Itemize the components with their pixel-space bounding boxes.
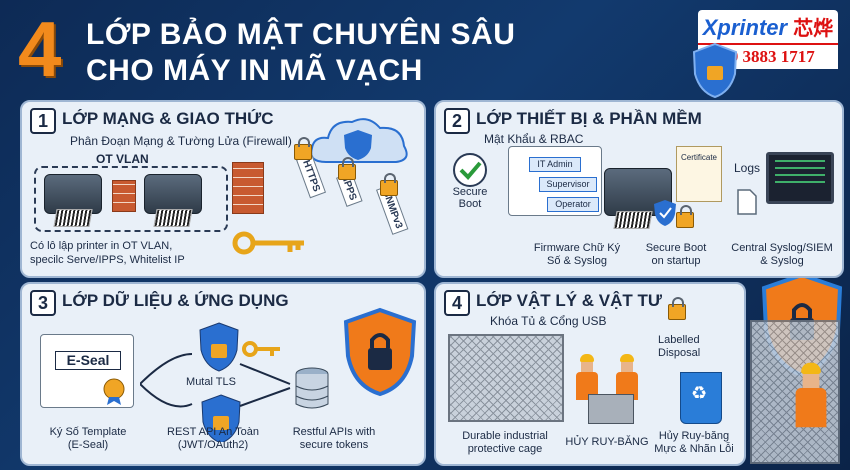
- key-icon: [232, 231, 304, 255]
- flow-arrows: [140, 353, 291, 408]
- cloud-icon: [310, 118, 408, 163]
- destroy2-label: Mực & Nhãn Lỗi: [654, 443, 734, 455]
- lock-icon: [338, 157, 356, 180]
- recycle-bin-icon: [680, 372, 722, 424]
- layer-title: LỚP VẬT LÝ & VẬT TƯ: [476, 291, 663, 310]
- lock-icon: [676, 205, 694, 228]
- startup-label: Secure Boot: [645, 242, 707, 254]
- database-icon: [295, 367, 329, 409]
- lock-icon: [668, 297, 686, 320]
- layer-3-panel: 3 LỚP DỮ LIỆU & ỨNG DỤNG E-Seal Mutal TL…: [20, 282, 426, 466]
- layer-number: 1: [30, 108, 56, 134]
- firewall-icon: [112, 180, 136, 212]
- shield-lock-icon: [199, 322, 239, 372]
- vlan-boundary: [34, 166, 228, 232]
- layer-number: 3: [30, 290, 56, 316]
- destroy-label: HỦY RUY-BĂNG: [565, 436, 649, 448]
- layer-number: 2: [444, 108, 470, 134]
- title-line-1: LỚP BẢO MẬT CHUYÊN SÂU: [86, 18, 516, 51]
- shield-icon: [654, 200, 676, 226]
- rest-label: REST API An Toàn: [167, 426, 259, 438]
- key-icon: [242, 341, 280, 357]
- startup-label: on startup: [651, 255, 701, 267]
- monitor-icon: [766, 152, 834, 204]
- labelled-label: Labelled: [658, 334, 700, 346]
- syslog-label: & Syslog: [760, 255, 804, 267]
- restful-label: Restful APIs with: [292, 426, 376, 438]
- secure-boot-label: Boot: [458, 198, 482, 210]
- template-label: (E-Seal): [67, 439, 109, 451]
- worker-icon: [616, 354, 638, 400]
- syslog-label: Central Syslog/SIEM: [731, 242, 833, 254]
- secure-boot-label: Secure: [452, 186, 488, 198]
- role-admin: IT Admin: [529, 157, 581, 172]
- logs-label: Logs: [733, 161, 761, 175]
- caption-line: Có lô lập printer in OT VLAN,: [30, 240, 173, 252]
- cage-label: Durable industrial: [462, 430, 548, 442]
- eseal-document: E-Seal: [40, 334, 134, 408]
- lock-icon: [380, 173, 398, 196]
- layer-title: LỚP MẠNG & GIAO THỨC: [62, 109, 274, 128]
- layer-subtitle: Mật Khẩu & RBAC: [484, 132, 584, 146]
- document-icon: [737, 189, 757, 215]
- restful-label: secure tokens: [299, 439, 369, 451]
- brand-logo: Xprinter 芯烨 09 3883 1717: [698, 10, 838, 69]
- printer-icon: [44, 174, 102, 214]
- template-label: Ký Số Template: [49, 426, 127, 438]
- layer-subtitle: Phân Đoạn Mạng & Tường Lửa (Firewall): [70, 134, 292, 148]
- seal-icon: [103, 378, 125, 405]
- big-number: 4: [18, 5, 62, 93]
- firmware-label: Firmware Chữ Ký: [533, 242, 621, 254]
- shredder-icon: [588, 394, 634, 424]
- brand-name: Xprinter 芯烨: [698, 10, 838, 43]
- firmware-label: Số & Syslog: [547, 255, 607, 267]
- role-operator: Operator: [547, 197, 599, 212]
- layer-subtitle: Khóa Tủ & Cổng USB: [490, 314, 607, 328]
- shield-lock-icon: [343, 307, 417, 397]
- worker-icon: [576, 354, 598, 400]
- background-cage: [750, 320, 840, 464]
- protective-cage: [448, 334, 564, 422]
- worker-icon: [795, 362, 827, 428]
- rest-label: (JWT/OAuth2): [177, 439, 249, 451]
- layer-1-panel: 1 LỚP MẠNG & GIAO THỨC Phân Đoạn Mạng & …: [20, 100, 426, 278]
- shield-lock-icon: [201, 394, 241, 442]
- lock-icon: [294, 137, 312, 160]
- layer-number: 4: [444, 290, 470, 316]
- ot-vlan-label: OT VLAN: [96, 152, 149, 166]
- background-shield-icon: [692, 42, 738, 99]
- layer-title: LỚP DỮ LIỆU & ỨNG DỤNG: [62, 291, 289, 310]
- layer-title: LỚP THIẾT BỊ & PHẦN MỀM: [476, 109, 702, 128]
- layer-2-panel: 2 LỚP THIẾT BỊ & PHẦN MỀM Mật Khẩu & RBA…: [434, 100, 844, 278]
- certificate-icon: Certificate: [676, 146, 722, 202]
- role-supervisor: Supervisor: [539, 177, 597, 192]
- caption-line: specilc Serve/IPPS, Whitelist IP: [30, 254, 185, 266]
- certificate-label: Certificate: [680, 153, 717, 162]
- mutal-tls-label: Mutal TLS: [186, 376, 236, 388]
- brand-name-text: Xprinter: [702, 15, 788, 40]
- check-shield-icon: [453, 153, 487, 187]
- cage-label: protective cage: [467, 443, 543, 455]
- brand-cn: 芯烨: [793, 18, 834, 40]
- eseal-label: E-Seal: [55, 351, 121, 370]
- labelled-label: Disposal: [658, 347, 701, 359]
- firewall-icon: [232, 162, 264, 214]
- rbac-window: IT Admin Supervisor Operator: [508, 146, 602, 216]
- printer-icon: [144, 174, 202, 214]
- layer-4-panel: 4 LỚP VẬT LÝ & VẬT TƯ Khóa Tủ & Cổng USB…: [434, 282, 746, 466]
- destroy2-label: Hủy Ruy-băng: [658, 430, 730, 442]
- title-line-2: CHO MÁY IN MÃ VẠCH: [86, 54, 423, 87]
